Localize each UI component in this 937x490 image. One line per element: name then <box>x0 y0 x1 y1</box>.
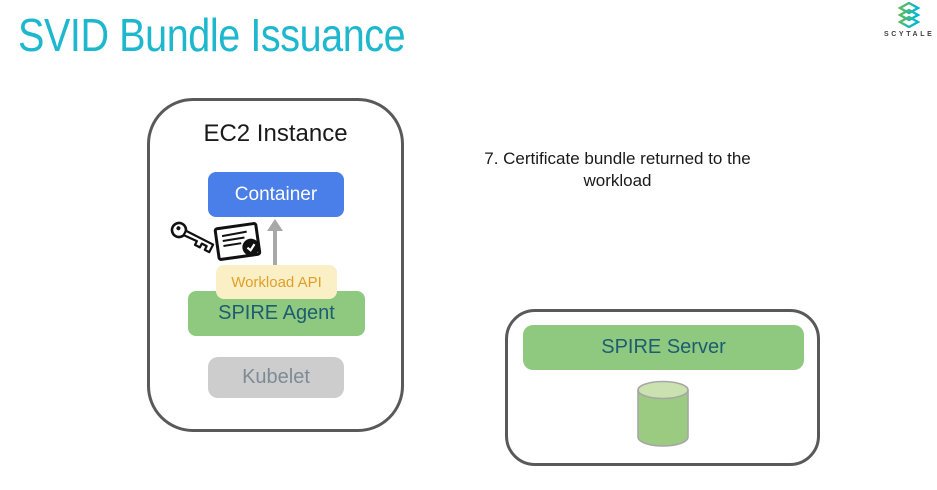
seal-check-icon <box>242 238 260 256</box>
scytale-logo: SCYTALE <box>884 2 934 38</box>
spire-server-node: SPIRE Server <box>523 325 804 370</box>
step-annotation: 7. Certificate bundle returned to the wo… <box>484 149 751 191</box>
logo-brand-text: SCYTALE <box>884 31 935 38</box>
kubelet-node: Kubelet <box>208 357 344 398</box>
arrow-shaft <box>273 229 277 267</box>
arrow-up-icon <box>267 219 283 267</box>
page-title: SVID Bundle Issuance <box>18 9 406 61</box>
arrow-head <box>267 219 283 231</box>
scytale-s-mark-icon <box>897 2 921 28</box>
container-node: Container <box>208 172 344 217</box>
ec2-instance-group: EC2 Instance Container <box>147 98 404 432</box>
certificate-icon <box>213 222 262 261</box>
spire-server-group: SPIRE Server <box>505 309 820 466</box>
key-and-certificate-icons <box>170 221 262 261</box>
workload-api-node: Workload API <box>216 265 337 299</box>
ec2-instance-title: EC2 Instance <box>203 120 348 147</box>
key-icon <box>170 221 215 254</box>
database-cylinder-icon <box>637 380 689 447</box>
